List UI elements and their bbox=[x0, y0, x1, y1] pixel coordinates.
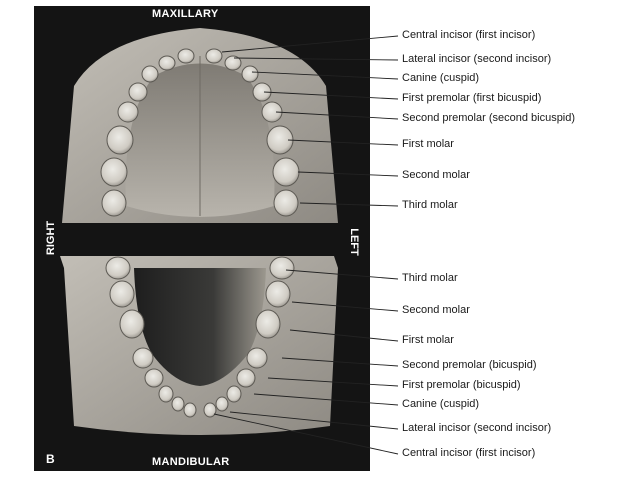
mandibular-label-lateral-incisor: Lateral incisor (second incisor) bbox=[402, 422, 552, 434]
maxillary-label-first-premolar: First premolar (first bicuspid) bbox=[402, 92, 542, 104]
maxillary-label-canine: Canine (cuspid) bbox=[402, 72, 480, 84]
maxillary-heading: MAXILLARY bbox=[152, 8, 219, 20]
maxillary-left-first-premolar-tooth bbox=[252, 82, 272, 102]
maxillary-right-first-premolar-tooth bbox=[128, 82, 148, 102]
maxillary-left-central-incisor-tooth bbox=[205, 48, 223, 64]
maxillary-label-lateral-incisor: Lateral incisor (second incisor) bbox=[402, 53, 552, 65]
mandibular-right-lateral-incisor-tooth bbox=[171, 396, 185, 412]
mandibular-label-canine: Canine (cuspid) bbox=[402, 398, 480, 410]
mandibular-label-second-premolar: Second premolar (bicuspid) bbox=[402, 359, 537, 371]
maxillary-label-second-premolar: Second premolar (second bicuspid) bbox=[402, 112, 576, 124]
mandibular-left-third-molar-tooth bbox=[269, 256, 295, 280]
mandibular-left-second-molar-tooth bbox=[265, 280, 291, 308]
mandibular-left-lateral-incisor-tooth bbox=[215, 396, 229, 412]
mandibular-tongue-space bbox=[134, 268, 266, 386]
maxillary-teeth bbox=[100, 48, 300, 217]
mandibular-left-first-premolar-tooth bbox=[236, 368, 256, 388]
mandibular-right-first-molar-tooth bbox=[119, 309, 145, 339]
maxillary-left-canine-tooth bbox=[241, 65, 259, 83]
maxillary-right-second-premolar-tooth bbox=[117, 101, 139, 123]
mandibular-left-canine-tooth bbox=[226, 385, 242, 403]
dental-arches-illustration bbox=[60, 28, 338, 435]
mandibular-label-first-premolar: First premolar (bicuspid) bbox=[402, 379, 521, 391]
maxillary-right-lateral-incisor-tooth bbox=[158, 55, 176, 71]
mandibular-heading: MANDIBULAR bbox=[152, 456, 230, 468]
mandibular-left-second-premolar-tooth bbox=[246, 347, 268, 369]
maxillary-label-first-molar: First molar bbox=[402, 138, 454, 150]
right-side-label: RIGHT bbox=[45, 220, 58, 256]
maxillary-right-central-incisor-tooth bbox=[177, 48, 195, 64]
maxillary-left-second-molar-tooth bbox=[272, 157, 300, 187]
mandibular-right-first-premolar-tooth bbox=[144, 368, 164, 388]
mandibular-label-first-molar: First molar bbox=[402, 334, 454, 346]
mandibular-teeth bbox=[105, 256, 295, 418]
maxillary-label-third-molar: Third molar bbox=[402, 199, 458, 211]
maxillary-right-third-molar-tooth bbox=[101, 189, 127, 217]
maxillary-left-lateral-incisor-tooth bbox=[224, 55, 242, 71]
panel-letter: B bbox=[46, 452, 55, 466]
mandibular-right-second-molar-tooth bbox=[109, 280, 135, 308]
mandibular-left-first-molar-tooth bbox=[255, 309, 281, 339]
maxillary-label-second-molar: Second molar bbox=[402, 169, 470, 181]
mandibular-label-second-molar: Second molar bbox=[402, 304, 470, 316]
mandibular-right-central-incisor-tooth bbox=[183, 402, 197, 418]
maxillary-right-second-molar-tooth bbox=[100, 157, 128, 187]
maxillary-label-central-incisor: Central incisor (first incisor) bbox=[402, 29, 536, 41]
maxillary-left-first-molar-tooth bbox=[266, 125, 294, 155]
mandibular-label-third-molar: Third molar bbox=[402, 272, 458, 284]
left-side-label: LEFT bbox=[347, 228, 360, 256]
mandibular-left-central-incisor-tooth bbox=[203, 402, 217, 418]
maxillary-right-first-molar-tooth bbox=[106, 125, 134, 155]
dental-cast-photo bbox=[34, 6, 370, 471]
mandibular-right-second-premolar-tooth bbox=[132, 347, 154, 369]
mandibular-right-canine-tooth bbox=[158, 385, 174, 403]
maxillary-left-third-molar-tooth bbox=[273, 189, 299, 217]
mandibular-right-third-molar-tooth bbox=[105, 256, 131, 280]
mandibular-label-central-incisor: Central incisor (first incisor) bbox=[402, 447, 536, 459]
maxillary-left-second-premolar-tooth bbox=[261, 101, 283, 123]
maxillary-right-canine-tooth bbox=[141, 65, 159, 83]
